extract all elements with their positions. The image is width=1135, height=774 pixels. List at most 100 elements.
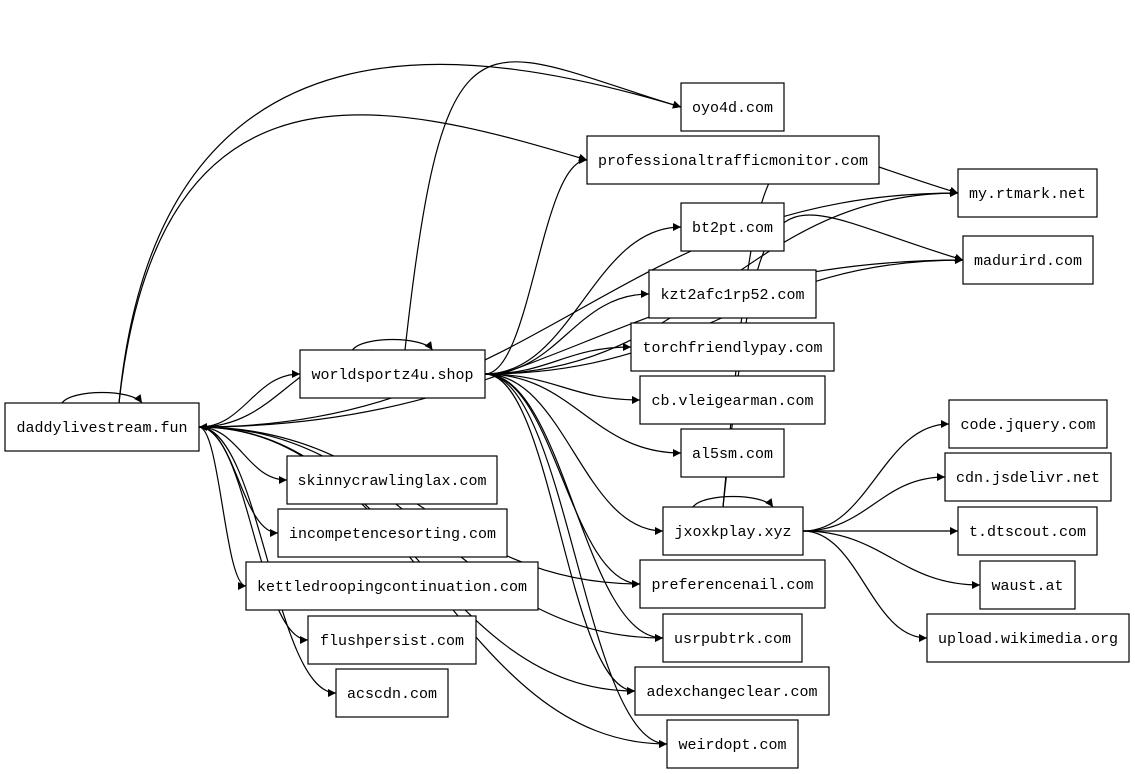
node-box: [648, 269, 817, 319]
node-bt2pt: bt2pt.com: [680, 202, 785, 252]
node-torchfriendlypay: torchfriendlypay.com: [630, 322, 835, 372]
edge-worldsportz4u-to-oyo4d: [404, 61, 682, 351]
node-oyo4d: oyo4d.com: [680, 82, 785, 132]
node-label: torchfriendlypay.com: [642, 340, 822, 357]
node-label: acscdn.com: [347, 686, 437, 703]
node-flushpersist: flushpersist.com: [307, 615, 477, 665]
node-box: [948, 399, 1108, 449]
node-label: oyo4d.com: [692, 100, 773, 117]
node-codejquery: code.jquery.com: [948, 399, 1108, 449]
node-label: t.dtscout.com: [969, 524, 1086, 541]
edge-worldsportz4u-to-kzt2afc1rp52: [484, 290, 650, 375]
node-box: [307, 615, 477, 665]
edge-worldsportz4u-to-al5sm: [484, 373, 682, 457]
edge-daddylivestream-to-kettledroopingcontinuation: [198, 426, 247, 590]
node-label: cdn.jsdelivr.net: [956, 470, 1100, 487]
node-box: [926, 613, 1130, 663]
node-box: [662, 613, 803, 663]
node-al5sm: al5sm.com: [680, 428, 785, 478]
edge-worldsportz4u-to-torchfriendlypay: [484, 343, 632, 375]
node-label: incompetencesorting.com: [289, 526, 496, 543]
node-box: [979, 560, 1076, 610]
node-label: skinnycrawlinglax.com: [297, 473, 486, 490]
edge-daddylivestream-to-flushpersist: [198, 426, 309, 644]
node-box: [299, 349, 486, 399]
edge-daddylivestream-to-worldsportz4u: [198, 370, 301, 428]
node-weirdopt: weirdopt.com: [666, 719, 799, 769]
edge-jxoxkplay-to-jxoxkplay: [692, 495, 774, 508]
node-uploadwikimedia: upload.wikimedia.org: [926, 613, 1130, 663]
node-cdnjsdelivr: cdn.jsdelivr.net: [944, 452, 1112, 502]
edge-worldsportz4u-to-adexchangeclear: [484, 373, 636, 695]
node-jxoxkplay: jxoxkplay.xyz: [662, 506, 804, 556]
edge-daddylivestream-to-daddylivestream: [61, 391, 143, 404]
nodes-layer: daddylivestream.fun worldsportz4u.shop ski…: [4, 82, 1130, 769]
edge-daddylivestream-to-skinnycrawlinglax: [198, 426, 288, 484]
node-box: [630, 322, 835, 372]
node-box: [680, 202, 785, 252]
node-skinnycrawlinglax: skinnycrawlinglax.com: [286, 455, 498, 505]
node-box: [4, 402, 200, 452]
node-label: jxoxkplay.xyz: [674, 524, 791, 541]
edge-worldsportz4u-to-cbvleigearman: [484, 373, 641, 404]
node-label: weirdopt.com: [678, 737, 786, 754]
edge-worldsportz4u-to-preferencenail: [484, 373, 641, 588]
node-kettledroopingcontinuation: kettledroopingcontinuation.com: [245, 561, 539, 611]
edge-jxoxkplay-to-codejquery: [802, 420, 950, 532]
edge-worldsportz4u-to-weirdopt: [484, 373, 668, 748]
node-label: waust.at: [991, 578, 1063, 595]
node-label: kzt2afc1rp52.com: [660, 287, 804, 304]
node-waust: waust.at: [979, 560, 1076, 610]
edge-jxoxkplay-to-waust: [802, 530, 981, 589]
node-box: [957, 168, 1098, 218]
node-label: adexchangeclear.com: [646, 684, 817, 701]
edge-daddylivestream-to-acscdn: [198, 426, 337, 697]
node-label: usrpubtrk.com: [674, 631, 791, 648]
edge-worldsportz4u-to-worldsportz4u: [352, 338, 433, 351]
node-acscdn: acscdn.com: [335, 668, 449, 718]
node-box: [662, 506, 804, 556]
node-box: [666, 719, 799, 769]
node-box: [962, 235, 1094, 285]
node-madurird: madurird.com: [962, 235, 1094, 285]
edge-worldsportz4u-to-usrpubtrk: [484, 373, 664, 642]
node-worldsportz4u: worldsportz4u.shop: [299, 349, 486, 399]
edge-daddylivestream-to-myrtmark: [198, 189, 959, 428]
node-box: [586, 135, 880, 185]
edge-worldsportz4u-to-jxoxkplay: [484, 373, 664, 535]
node-box: [639, 559, 826, 609]
node-adexchangeclear: adexchangeclear.com: [634, 666, 830, 716]
node-kzt2afc1rp52: kzt2afc1rp52.com: [648, 269, 817, 319]
node-daddylivestream: daddylivestream.fun: [4, 402, 200, 452]
node-tdtscout: t.dtscout.com: [957, 506, 1098, 556]
edge-daddylivestream-to-incompetencesorting: [198, 426, 279, 537]
node-label: bt2pt.com: [692, 220, 773, 237]
node-label: al5sm.com: [692, 446, 773, 463]
node-label: code.jquery.com: [960, 417, 1095, 434]
node-label: madurird.com: [974, 253, 1082, 270]
node-label: kettledroopingcontinuation.com: [257, 579, 527, 596]
node-box: [680, 82, 785, 132]
edge-jxoxkplay-to-uploadwikimedia: [802, 530, 928, 642]
node-label: worldsportz4u.shop: [311, 367, 473, 384]
node-box: [245, 561, 539, 611]
node-box: [639, 375, 826, 425]
node-box: [286, 455, 498, 505]
node-incompetencesorting: incompetencesorting.com: [277, 508, 508, 558]
node-preferencenail: preferencenail.com: [639, 559, 826, 609]
node-box: [957, 506, 1098, 556]
edge-daddylivestream-to-oyo4d: [118, 63, 682, 404]
edge-daddylivestream-to-madurird: [198, 256, 964, 428]
node-label: preferencenail.com: [651, 577, 813, 594]
node-box: [335, 668, 449, 718]
node-myrtmark: my.rtmark.net: [957, 168, 1098, 218]
node-box: [680, 428, 785, 478]
edge-worldsportz4u-to-professionaltrafficmonitor: [484, 156, 588, 375]
edge-daddylivestream-to-professionaltrafficmonitor: [118, 114, 588, 404]
node-label: cb.vleigearman.com: [651, 393, 813, 410]
node-box: [944, 452, 1112, 502]
node-professionaltrafficmonitor: professionaltrafficmonitor.com: [586, 135, 880, 185]
node-box: [277, 508, 508, 558]
node-cbvleigearman: cb.vleigearman.com: [639, 375, 826, 425]
